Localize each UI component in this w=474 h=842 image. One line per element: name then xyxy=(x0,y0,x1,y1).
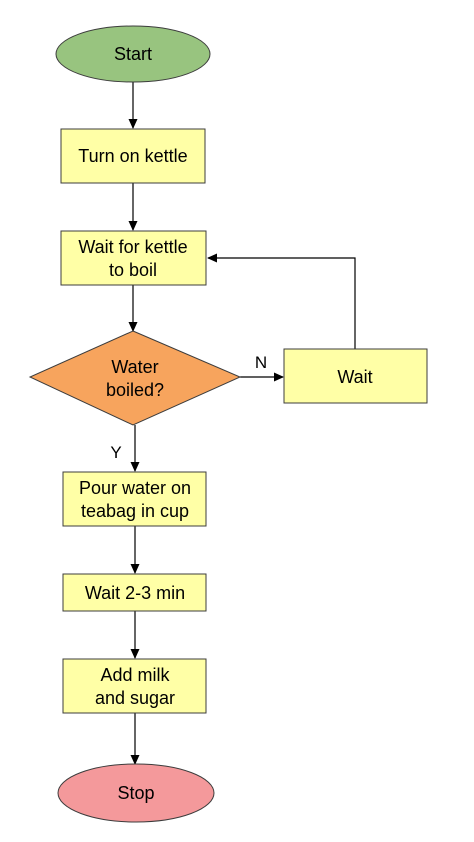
pour-water-label-line-2: teabag in cup xyxy=(81,501,189,521)
wait-2-3-min-box xyxy=(62,573,207,612)
nodes: Start Turn on kettle Wait for kettle to … xyxy=(28,25,428,823)
wait-for-kettle-label-line-2: to boil xyxy=(109,260,157,280)
pour-water-label-line-1: Pour water on xyxy=(79,478,191,498)
water-boiled-label-line-2: boiled? xyxy=(106,380,164,400)
wait-label: Wait xyxy=(337,367,372,387)
node-wait: Wait xyxy=(283,348,428,404)
node-water-boiled-decision: Water boiled? xyxy=(28,330,242,426)
edges: N Y xyxy=(110,82,356,765)
add-milk-box xyxy=(62,658,207,714)
edge-label-yes: Y xyxy=(110,443,121,462)
wait-for-kettle-label-line-1: Wait for kettle xyxy=(78,237,187,257)
turn-on-kettle-label: Turn on kettle xyxy=(78,146,187,166)
wait-box xyxy=(283,348,428,404)
stop-terminal-shape xyxy=(57,763,215,823)
start-terminal-shape xyxy=(55,25,211,83)
wait-for-kettle-box xyxy=(60,230,207,286)
node-turn-on-kettle: Turn on kettle xyxy=(60,128,206,184)
node-add-milk: Add milk and sugar xyxy=(62,658,207,714)
add-milk-label-line-2: and sugar xyxy=(95,688,175,708)
add-milk-label-line-1: Add milk xyxy=(100,665,170,685)
start-label: Start xyxy=(114,44,152,64)
pour-water-box xyxy=(62,471,207,527)
node-wait-for-kettle: Wait for kettle to boil xyxy=(60,230,207,286)
wait-2-3-min-label: Wait 2-3 min xyxy=(85,583,185,603)
node-pour-water: Pour water on teabag in cup xyxy=(62,471,207,527)
turn-on-kettle-box xyxy=(60,128,206,184)
node-start: Start xyxy=(55,25,211,83)
node-wait-2-3-min: Wait 2-3 min xyxy=(62,573,207,612)
node-stop: Stop xyxy=(57,763,215,823)
edge-label-no: N xyxy=(255,353,267,372)
edge-wait-to-wait-boil xyxy=(207,253,356,349)
stop-label: Stop xyxy=(117,783,154,803)
water-boiled-diamond xyxy=(28,330,242,426)
water-boiled-label-line-1: Water xyxy=(111,357,158,377)
